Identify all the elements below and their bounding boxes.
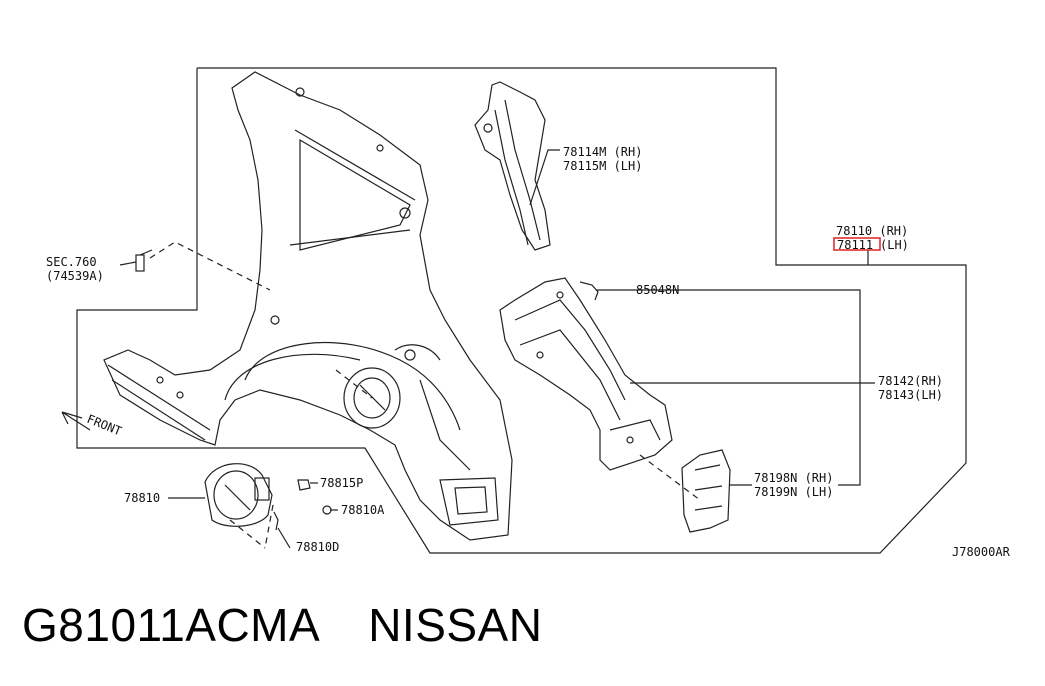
- label-78199n: 78199N (LH): [754, 485, 833, 499]
- part-78810a-drawing: [322, 505, 332, 515]
- bolt-drawing: [135, 249, 153, 272]
- fuel-lid-opening: [343, 367, 401, 429]
- wheelhouse-drawing: [499, 277, 673, 471]
- dashed-leaders: [149, 241, 701, 549]
- bracket-drawing: [681, 449, 731, 533]
- fuel-filler-lid-drawing: [204, 463, 273, 527]
- label-74539a: (74539A): [46, 269, 104, 283]
- label-78810a: 78810A: [341, 503, 385, 517]
- upper-pillar-drawing: [474, 81, 551, 251]
- label-78143: 78143(LH): [878, 388, 943, 402]
- label-78198n: 78198N (RH): [754, 471, 833, 485]
- part-number: G81011ACMA: [22, 599, 321, 651]
- label-78115m: 78115M (LH): [563, 159, 642, 173]
- part-78815p-drawing: [297, 479, 311, 491]
- label-78110: 78110 (RH): [836, 224, 908, 238]
- front-arrow-icon: [61, 411, 91, 431]
- label-78111: 78111: [837, 238, 873, 252]
- clip-85048n-drawing: [579, 281, 599, 301]
- brand-name: NISSAN: [368, 599, 543, 651]
- leader-lines: [119, 149, 875, 549]
- part-78810d-drawing: [273, 511, 279, 531]
- label-78142: 78142(RH): [878, 374, 943, 388]
- label-78810: 78810: [124, 491, 160, 505]
- highlight-box-78111: [833, 237, 881, 251]
- footer-caption: G81011ACMA NISSAN: [22, 598, 542, 652]
- group-frame: [76, 67, 967, 554]
- label-78810d: 78810D: [296, 540, 339, 554]
- diagram-code: J78000AR: [952, 545, 1011, 559]
- label-front: FRONT: [85, 412, 124, 439]
- label-78114m: 78114M (RH): [563, 145, 642, 159]
- label-78111-side: (LH): [880, 238, 909, 252]
- label-78815p: 78815P: [320, 476, 363, 490]
- label-sec760: SEC.760: [46, 255, 97, 269]
- label-85048n: 85048N: [636, 283, 679, 297]
- quarter-panel-drawing: [103, 71, 513, 541]
